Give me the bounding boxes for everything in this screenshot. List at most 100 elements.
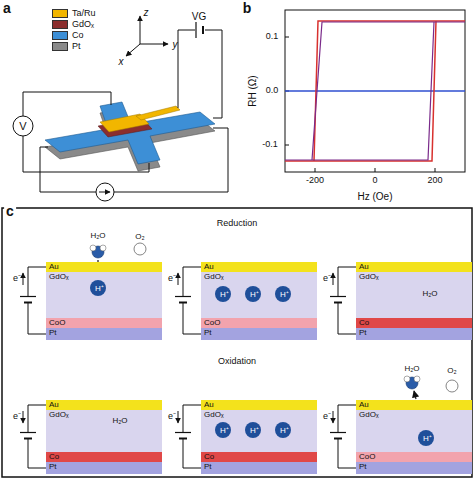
layer-label: GdOₓ (46, 272, 162, 282)
layer-label: Co (201, 452, 317, 462)
layer-label: Pt (201, 328, 317, 338)
layer-band: GdOₓH⁺H⁺H⁺ (201, 272, 317, 318)
co-layer (45, 102, 215, 164)
proton-circle: H⁺ (215, 286, 231, 302)
layer-label: Au (46, 262, 162, 272)
proton-label: H⁺ (217, 290, 229, 299)
layer-label: Au (201, 262, 317, 272)
battery-symbol (20, 296, 36, 297)
layer-band: Pt (201, 462, 317, 474)
wire (338, 439, 356, 469)
proton-label: H⁺ (277, 290, 289, 299)
wire (28, 303, 46, 335)
text-label: 0.0 (266, 86, 279, 96)
battery-symbol (196, 22, 203, 38)
text-label: 0 (372, 176, 377, 186)
text-label: H₂O (422, 290, 437, 299)
layer-band: CoO (46, 318, 162, 328)
proton-circle: H⁺ (418, 430, 434, 446)
axes-symbol (140, 16, 141, 44)
proton-circle: H⁺ (275, 286, 291, 302)
wire (183, 303, 201, 335)
text-label: 200 (427, 176, 442, 186)
layer-band: GdOₓH⁺ (46, 272, 162, 318)
oxygen-molecule (134, 243, 146, 255)
voltmeter-symbol (13, 116, 33, 136)
layer-label: Co (46, 452, 162, 462)
water-molecule (404, 376, 410, 382)
battery-symbol (195, 22, 196, 38)
layer-band: Co (356, 318, 472, 328)
hysteresis-chart (375, 168, 376, 172)
panel-letter: a (3, 1, 11, 16)
wire (114, 128, 228, 192)
battery-symbol (24, 302, 32, 304)
axes-symbol (126, 44, 140, 56)
wire (28, 267, 46, 297)
wire (338, 267, 356, 297)
battery-symbol (202, 26, 204, 34)
wire (183, 405, 201, 433)
text-label: Hz (Oe) (358, 191, 393, 202)
layer-band: Pt (201, 328, 317, 340)
hysteresis-chart (435, 168, 436, 172)
text-label: V (19, 120, 26, 132)
hysteresis-chart (285, 22, 465, 160)
legend-swatch (52, 9, 68, 18)
oxygen-molecule (446, 380, 458, 392)
water-molecule (90, 245, 96, 251)
panel-letter: c (4, 204, 16, 219)
legend-swatch (52, 42, 68, 51)
text-label: e⁻ (13, 274, 21, 284)
electron-arrow (178, 411, 179, 423)
text-label: e⁻ (323, 412, 331, 422)
legend-swatch (52, 31, 68, 40)
layer-label: CoO (356, 452, 472, 462)
wire (178, 30, 195, 108)
water-molecule (90, 245, 106, 258)
proton-circle: H⁺ (215, 422, 231, 438)
text-label: H₂O (90, 232, 105, 241)
hysteresis-chart (315, 168, 316, 172)
proton-label: H⁺ (247, 426, 259, 435)
text-label: -200 (306, 176, 324, 186)
layer-band: Pt (46, 462, 162, 474)
axes-symbol (126, 16, 168, 56)
text-label: e⁻ (168, 274, 176, 284)
legend-row: Pt (52, 41, 96, 52)
proton-label: H⁺ (247, 290, 259, 299)
legend: Ta/RuGdOₓCoPt (52, 8, 96, 52)
layer-band: Pt (356, 328, 472, 340)
current-source-symbol (96, 183, 114, 201)
layer-band: GdOₓ (356, 272, 472, 318)
battery-symbol (179, 438, 187, 440)
text-label: x (119, 56, 124, 67)
layer-label: Au (356, 400, 472, 410)
layer-label: GdOₓ (201, 410, 317, 420)
legend-label: GdOₓ (72, 19, 94, 30)
proton-label: H⁺ (420, 434, 432, 443)
axes-symbol (140, 44, 168, 45)
hysteresis-chart (285, 10, 465, 172)
wire (23, 92, 111, 116)
text-label: e⁻ (13, 412, 21, 422)
legend-row: Co (52, 30, 96, 41)
text-label: H₂O (404, 365, 419, 374)
proton-label: H⁺ (277, 426, 289, 435)
layer-label: Au (46, 400, 162, 410)
layer-label: Au (201, 400, 317, 410)
electron-arrow (23, 411, 24, 423)
text-label: H₂O (112, 417, 127, 426)
hysteresis-chart (285, 37, 289, 38)
layer-band: Au (201, 262, 317, 272)
wire (205, 30, 222, 118)
layer-band: Au (46, 400, 162, 410)
taru-tab (136, 106, 180, 120)
battery-symbol (175, 296, 191, 297)
hysteresis-chart (285, 10, 465, 172)
text-label: 0.1 (266, 32, 279, 42)
layer-label: Pt (356, 462, 472, 472)
current-source-symbol (99, 192, 110, 193)
legend-label: Pt (72, 41, 81, 52)
text-label: O₂ (135, 233, 144, 242)
